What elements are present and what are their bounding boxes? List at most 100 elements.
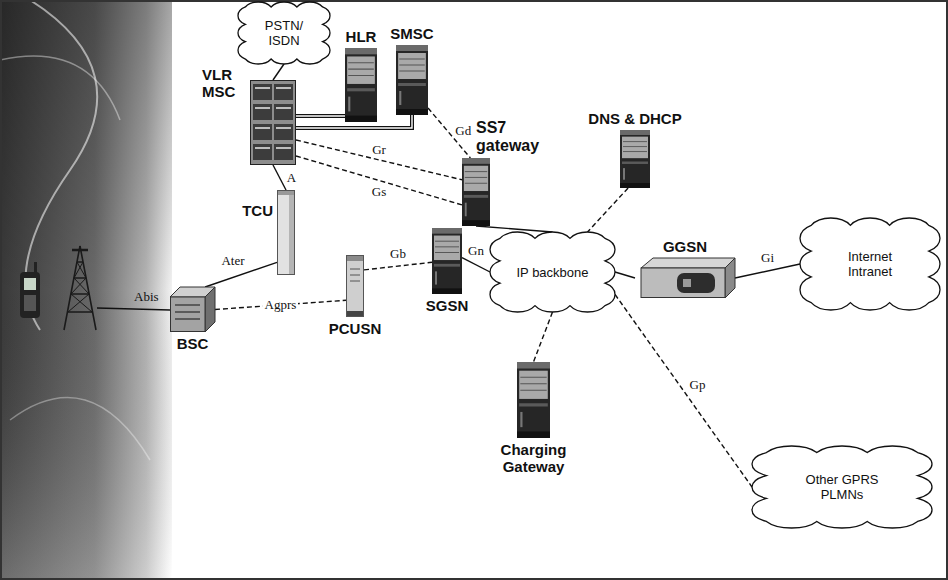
connector (615, 294, 752, 487)
pcusn-cap (347, 256, 363, 261)
cloud-outline (800, 218, 940, 310)
server-base (432, 288, 462, 294)
side-band-shade (0, 0, 172, 580)
switch-led-row (255, 127, 270, 129)
connector (273, 64, 284, 80)
server-node: SS7 gateway (462, 158, 490, 226)
side-band (0, 0, 172, 580)
server-stripe (622, 161, 648, 163)
pcusn-cabinet (347, 256, 364, 317)
swirl-line (10, 398, 150, 461)
switch-node: VLR MSC (250, 80, 296, 165)
interface-label: Gi (759, 251, 776, 265)
connector (462, 258, 490, 272)
rack-icon (462, 158, 490, 226)
interface-label: Ater (219, 254, 246, 268)
switch-led-row (255, 107, 270, 109)
node-label: Charging Gateway (496, 441, 572, 475)
interface-label: Gn (466, 244, 486, 258)
cloud-label: PSTN/ ISDN (260, 18, 308, 48)
interface-label: Gb (388, 247, 408, 261)
server-node: Charging Gateway (517, 362, 550, 438)
server-stripe (347, 88, 375, 91)
node-label: DNS & DHCP (588, 110, 681, 127)
server-cap (396, 45, 428, 51)
server-slots (623, 142, 647, 152)
node-label: SGSN (426, 297, 469, 314)
cloud-outline (238, 2, 330, 64)
connector-line (462, 258, 490, 272)
server-cap (345, 48, 377, 54)
switch-panel (274, 104, 293, 120)
network-cloud: PSTN/ ISDN (238, 2, 330, 64)
interface-label: Gp (688, 378, 708, 392)
network-cloud: Other GPRS PLMNs (752, 446, 932, 528)
connector (296, 156, 462, 205)
swirl-line (0, 56, 120, 120)
mobile-phone (20, 262, 40, 318)
connector (364, 262, 432, 270)
connector (534, 312, 553, 362)
server-slots (520, 377, 546, 390)
switch-panel (274, 124, 293, 140)
server-highlight (399, 91, 401, 105)
ggsn-side (725, 258, 735, 298)
server-highlight (520, 412, 522, 427)
server-panel (622, 137, 648, 159)
server-slots (435, 241, 459, 252)
connector (296, 140, 462, 180)
ggsn-top (641, 258, 735, 268)
tcu-side (289, 191, 294, 274)
server-base (345, 116, 377, 122)
tcu-node: TCU (277, 190, 295, 275)
server-highlight (348, 97, 350, 112)
msc-icon (250, 80, 296, 165)
interface-label: Gr (370, 143, 388, 157)
switch-led-row (276, 87, 291, 89)
pcu-node: PCUSN (346, 255, 364, 317)
server-body (345, 48, 377, 122)
phone-screen (24, 278, 36, 290)
connector-line (273, 64, 284, 80)
interface-label: Gs (370, 185, 388, 199)
server-highlight (465, 203, 467, 217)
connector-line (615, 294, 752, 487)
network-cloud: Internet Intranet (800, 218, 940, 310)
server-highlight (623, 168, 625, 180)
cloud-label: Other GPRS PLMNs (796, 472, 888, 502)
connector (296, 115, 412, 128)
connector-line (476, 226, 553, 232)
tower-legs (64, 246, 96, 330)
rack-icon (432, 228, 462, 294)
connector-line (364, 262, 432, 270)
node-label: HLR (346, 28, 377, 45)
pcusn-slots (350, 269, 360, 281)
connector-line (735, 264, 800, 278)
ggsn-front (641, 268, 725, 298)
ggsn-indicator (683, 279, 691, 287)
switch-panel (274, 144, 293, 160)
cloud-label: Internet Intranet (838, 249, 902, 279)
server-node: DNS & DHCP (620, 130, 650, 188)
server-base (517, 431, 550, 438)
server-cap (517, 362, 550, 369)
server-body (462, 158, 490, 226)
connector-line (588, 188, 629, 232)
server-slots (348, 63, 374, 76)
server-highlight (435, 271, 437, 284)
server-slots (465, 172, 487, 184)
rack-icon (345, 48, 377, 122)
connector-inner (296, 115, 345, 116)
rack-icon (620, 130, 650, 188)
phone-antenna (34, 262, 37, 273)
cloud-outline (752, 446, 932, 528)
ggsn-panel (677, 273, 715, 293)
node-label: VLR MSC (202, 66, 246, 100)
server-cap (432, 228, 462, 234)
server-slots (399, 59, 425, 71)
radio-tower (64, 246, 96, 330)
server-stripe (519, 403, 548, 406)
server-panel (464, 166, 488, 191)
switch-led-row (276, 127, 291, 129)
server-body (620, 130, 650, 188)
